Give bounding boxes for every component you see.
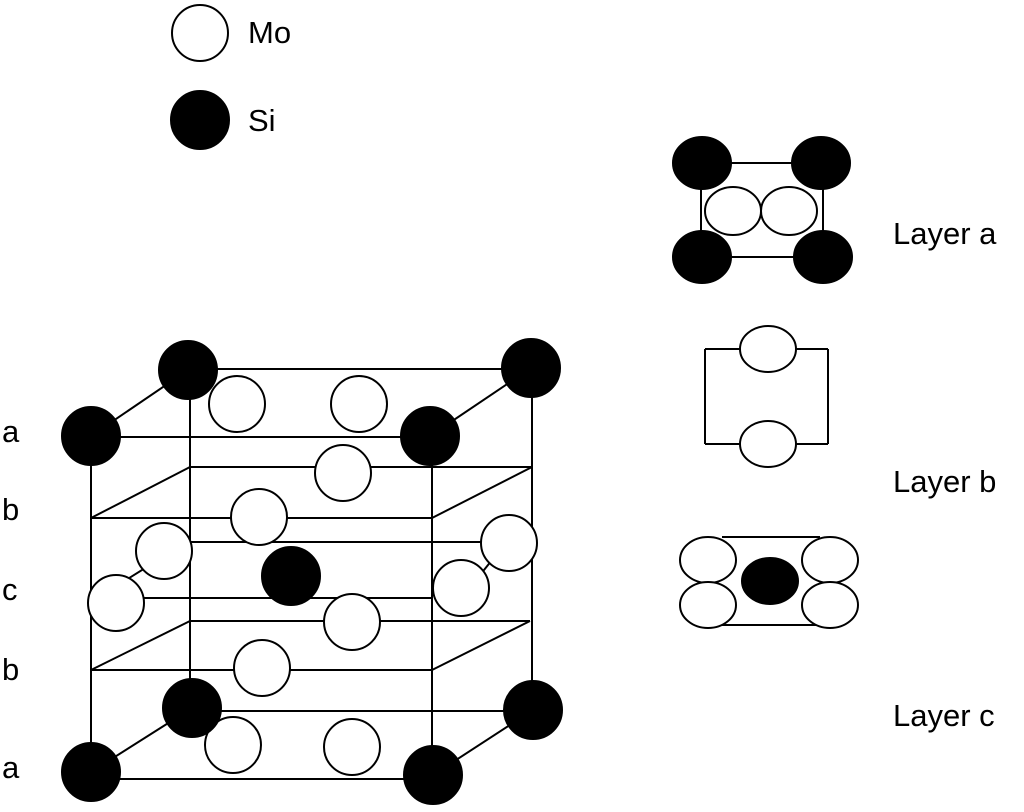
legend-label-si: Si [248,103,276,138]
mo-atom [208,375,266,433]
layer-a-label: Layer a [893,216,997,251]
mo-atom [87,574,145,632]
si-atom [61,406,121,466]
mo-atom [171,4,229,62]
mo-atom [480,514,538,572]
si-atom [162,678,222,738]
layer-sequence-label: b [2,492,20,527]
mo-atom [679,536,737,584]
mo-atom [330,375,388,433]
mo-atom [760,186,818,236]
si-atom [158,340,218,400]
layer-plane [431,466,533,519]
legend-label-mo: Mo [248,15,292,50]
mo-atom [801,581,859,629]
si-atom [791,136,851,190]
layer-sequence-label: c [2,572,18,607]
mo-atom [704,186,762,236]
si-atom [672,136,732,190]
si-atom [741,557,799,605]
layer-sequence-label: a [2,414,20,449]
si-atom [503,680,563,740]
mo-atom [233,639,291,697]
mo-atom [739,325,797,373]
mo-atom [801,536,859,584]
mo-atom [204,716,262,774]
layer-sequence-label: a [2,750,20,785]
mo-atom [323,718,381,776]
si-atom [672,230,732,284]
si-atom [170,90,230,150]
mo-atom [679,581,737,629]
mo-atom [739,420,797,468]
si-atom [261,546,321,606]
si-atom [501,338,561,398]
layer-plane [431,620,531,671]
mo-atom [135,522,193,580]
si-atom [61,742,121,802]
mo-atom [314,444,372,502]
layer-sequence-label: b [2,652,20,687]
mo-atom [323,593,381,651]
si-atom [403,745,463,805]
si-atom [400,406,460,466]
layer-b-label: Layer b [893,464,997,499]
layer-plane [90,466,191,519]
mo-atom [230,488,288,546]
mo-atom [432,559,490,617]
si-atom [793,230,853,284]
layer-c-label: Layer c [893,698,995,733]
layer-plane [90,620,191,671]
